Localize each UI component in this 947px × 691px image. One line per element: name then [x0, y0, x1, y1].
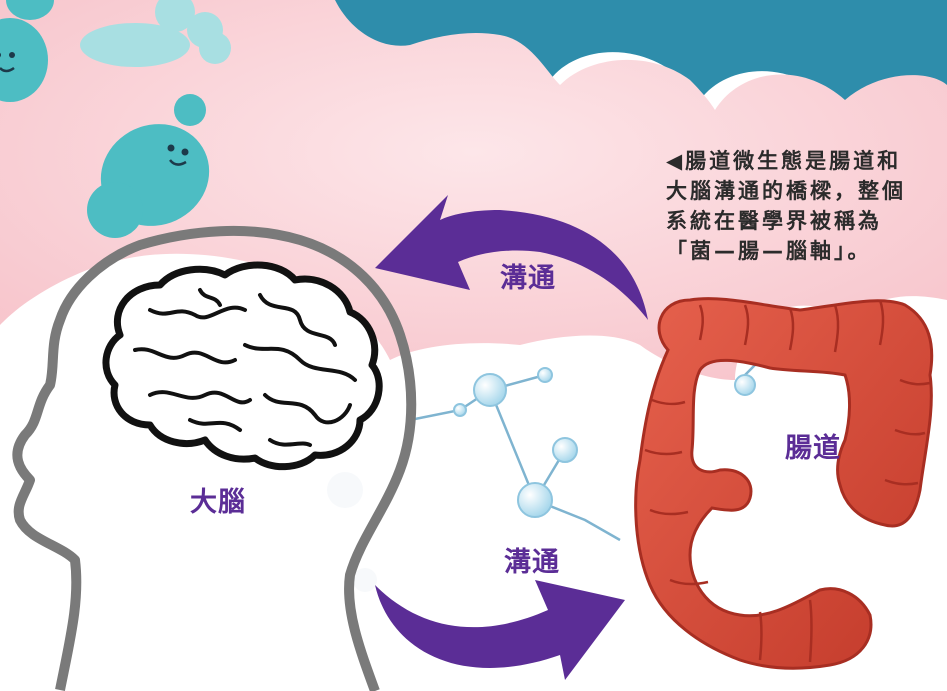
molecule-atom [735, 375, 755, 395]
gut-label: 腸道 [785, 426, 841, 465]
caption-line: ◀腸道微生態是腸道和 [666, 146, 942, 176]
arrow-brain-to-gut [375, 580, 625, 680]
caption-line: 系統在醫學界被稱為 [666, 206, 942, 236]
gut-brain-axis-caption: ◀腸道微生態是腸道和 大腦溝通的橋樑，整個 系統在醫學界被稱為 「菌—腸—腦軸」… [666, 146, 942, 266]
molecule-atom [353, 568, 377, 592]
molecule-atom [327, 472, 363, 508]
brain-label: 大腦 [190, 480, 246, 519]
molecule-atom [553, 438, 577, 462]
molecule-atom [538, 368, 552, 382]
caption-line: 大腦溝通的橋樑，整個 [666, 176, 942, 206]
brain-icon [106, 265, 379, 467]
communicate-label-top: 溝通 [500, 256, 556, 295]
intestine-icon [636, 299, 932, 669]
molecule-atom [474, 374, 506, 406]
communicate-label-bottom: 溝通 [504, 540, 560, 579]
caption-line: 「菌—腸—腦軸」。 [666, 236, 942, 266]
molecule-atom [518, 483, 552, 517]
molecule-atom [454, 404, 466, 416]
